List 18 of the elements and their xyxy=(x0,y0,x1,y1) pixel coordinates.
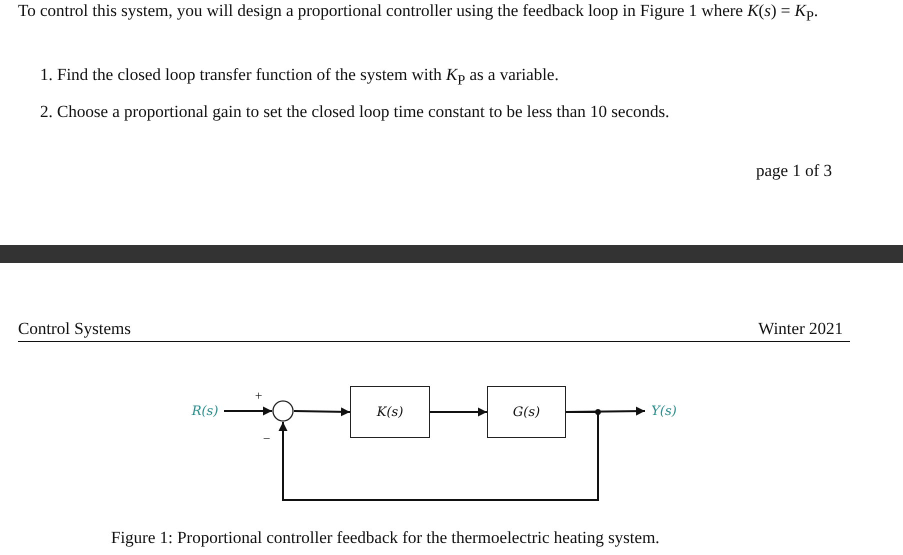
minus-sign: − xyxy=(263,432,270,446)
page-number: page 1 of 3 xyxy=(756,160,832,181)
summing-junction-circle xyxy=(272,400,294,422)
plus-sign: + xyxy=(255,389,262,403)
block-box: G(s) xyxy=(487,386,566,438)
signal-label: Y(s) xyxy=(645,401,683,421)
figure-caption: Figure 1: Proportional controller feedback for the thermoelectric heating system. xyxy=(111,527,660,548)
arrow xyxy=(294,407,350,416)
block-box: K(s) xyxy=(350,386,430,438)
arrow xyxy=(278,411,599,501)
intro-paragraph: To control this system, you will design a proportional controller using the feedback loop in Figure 1 where K(s) = K$_{P}$. xyxy=(18,0,820,26)
signal-label: R(s) xyxy=(186,401,224,421)
arrow xyxy=(430,408,487,416)
question-item: 2. Choose a proportional gain to set the closed loop time constant to be less than 10 seconds. xyxy=(40,101,670,122)
arrow xyxy=(224,406,272,416)
question-item: 1. Find the closed loop transfer function of the system with K$_{P}$ as a variable. xyxy=(40,64,559,90)
running-header: Winter 2021 xyxy=(758,318,843,339)
running-header: Control Systems xyxy=(18,318,131,339)
